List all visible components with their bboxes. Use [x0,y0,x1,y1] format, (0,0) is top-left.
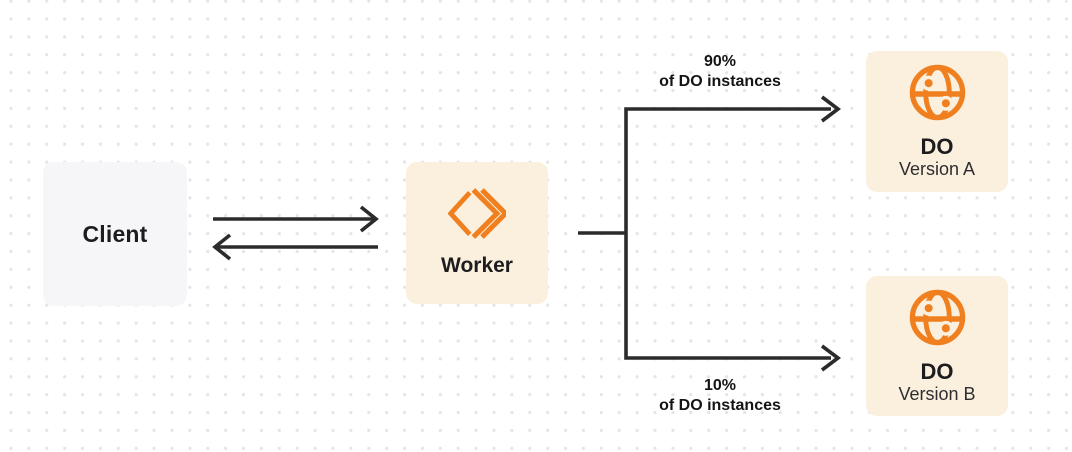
branch-bottom-arrowhead [820,344,841,372]
do-version-a-node: DO Version A [866,51,1008,192]
client-node: Client [43,162,187,306]
globe-icon [909,289,965,346]
do-version-a-title: DO [920,134,954,159]
top-branch-caption: of DO instances [659,72,781,90]
worker-node: Worker [406,162,548,304]
top-branch-percent: 90% [703,53,737,70]
globe-icon [909,64,965,121]
bottom-branch-percent: 10% [703,377,737,394]
bottom-branch-label: 10% of DO instances [600,376,840,415]
workers-chevrons-icon [448,188,506,239]
bottom-branch-caption: of DO instances [659,396,781,414]
worker-node-label: Worker [441,254,513,277]
do-version-a-subtitle: Version A [898,159,976,179]
branch-split-line [624,107,831,360]
do-version-b-title: DO [920,359,954,384]
arrow-worker-to-client-head [212,233,232,261]
branch-top-arrowhead [820,95,841,123]
do-version-b-subtitle: Version B [898,384,976,404]
arrow-client-to-worker-head [359,205,379,233]
do-version-b-node: DO Version B [866,276,1008,416]
client-node-label: Client [82,220,148,247]
top-branch-label: 90% of DO instances [600,52,840,91]
